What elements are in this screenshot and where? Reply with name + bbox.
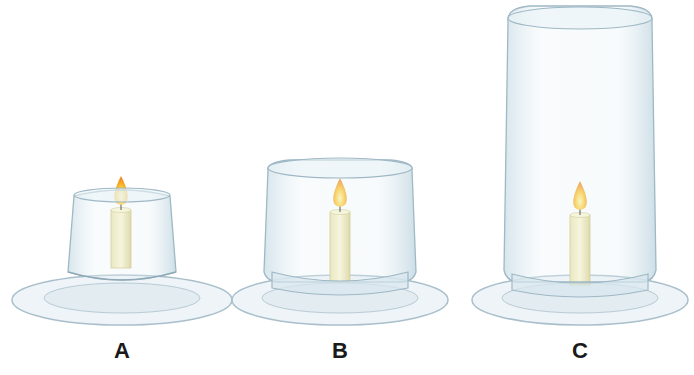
saucer-well (44, 283, 200, 313)
glass-body (68, 190, 176, 280)
glass-neck (512, 274, 648, 297)
glass-neck (272, 272, 408, 295)
figure-letter: B (332, 338, 348, 364)
glass-body (504, 6, 656, 282)
figure-letter: A (114, 338, 130, 364)
glass-jar (68, 6, 656, 297)
glass-top (74, 188, 170, 202)
glass-top (268, 158, 412, 178)
glass-top (508, 7, 652, 29)
saucer-rim (12, 275, 232, 325)
glass-rim (68, 272, 176, 280)
saucer-rim (472, 275, 688, 325)
figure-letter: C (572, 338, 588, 364)
